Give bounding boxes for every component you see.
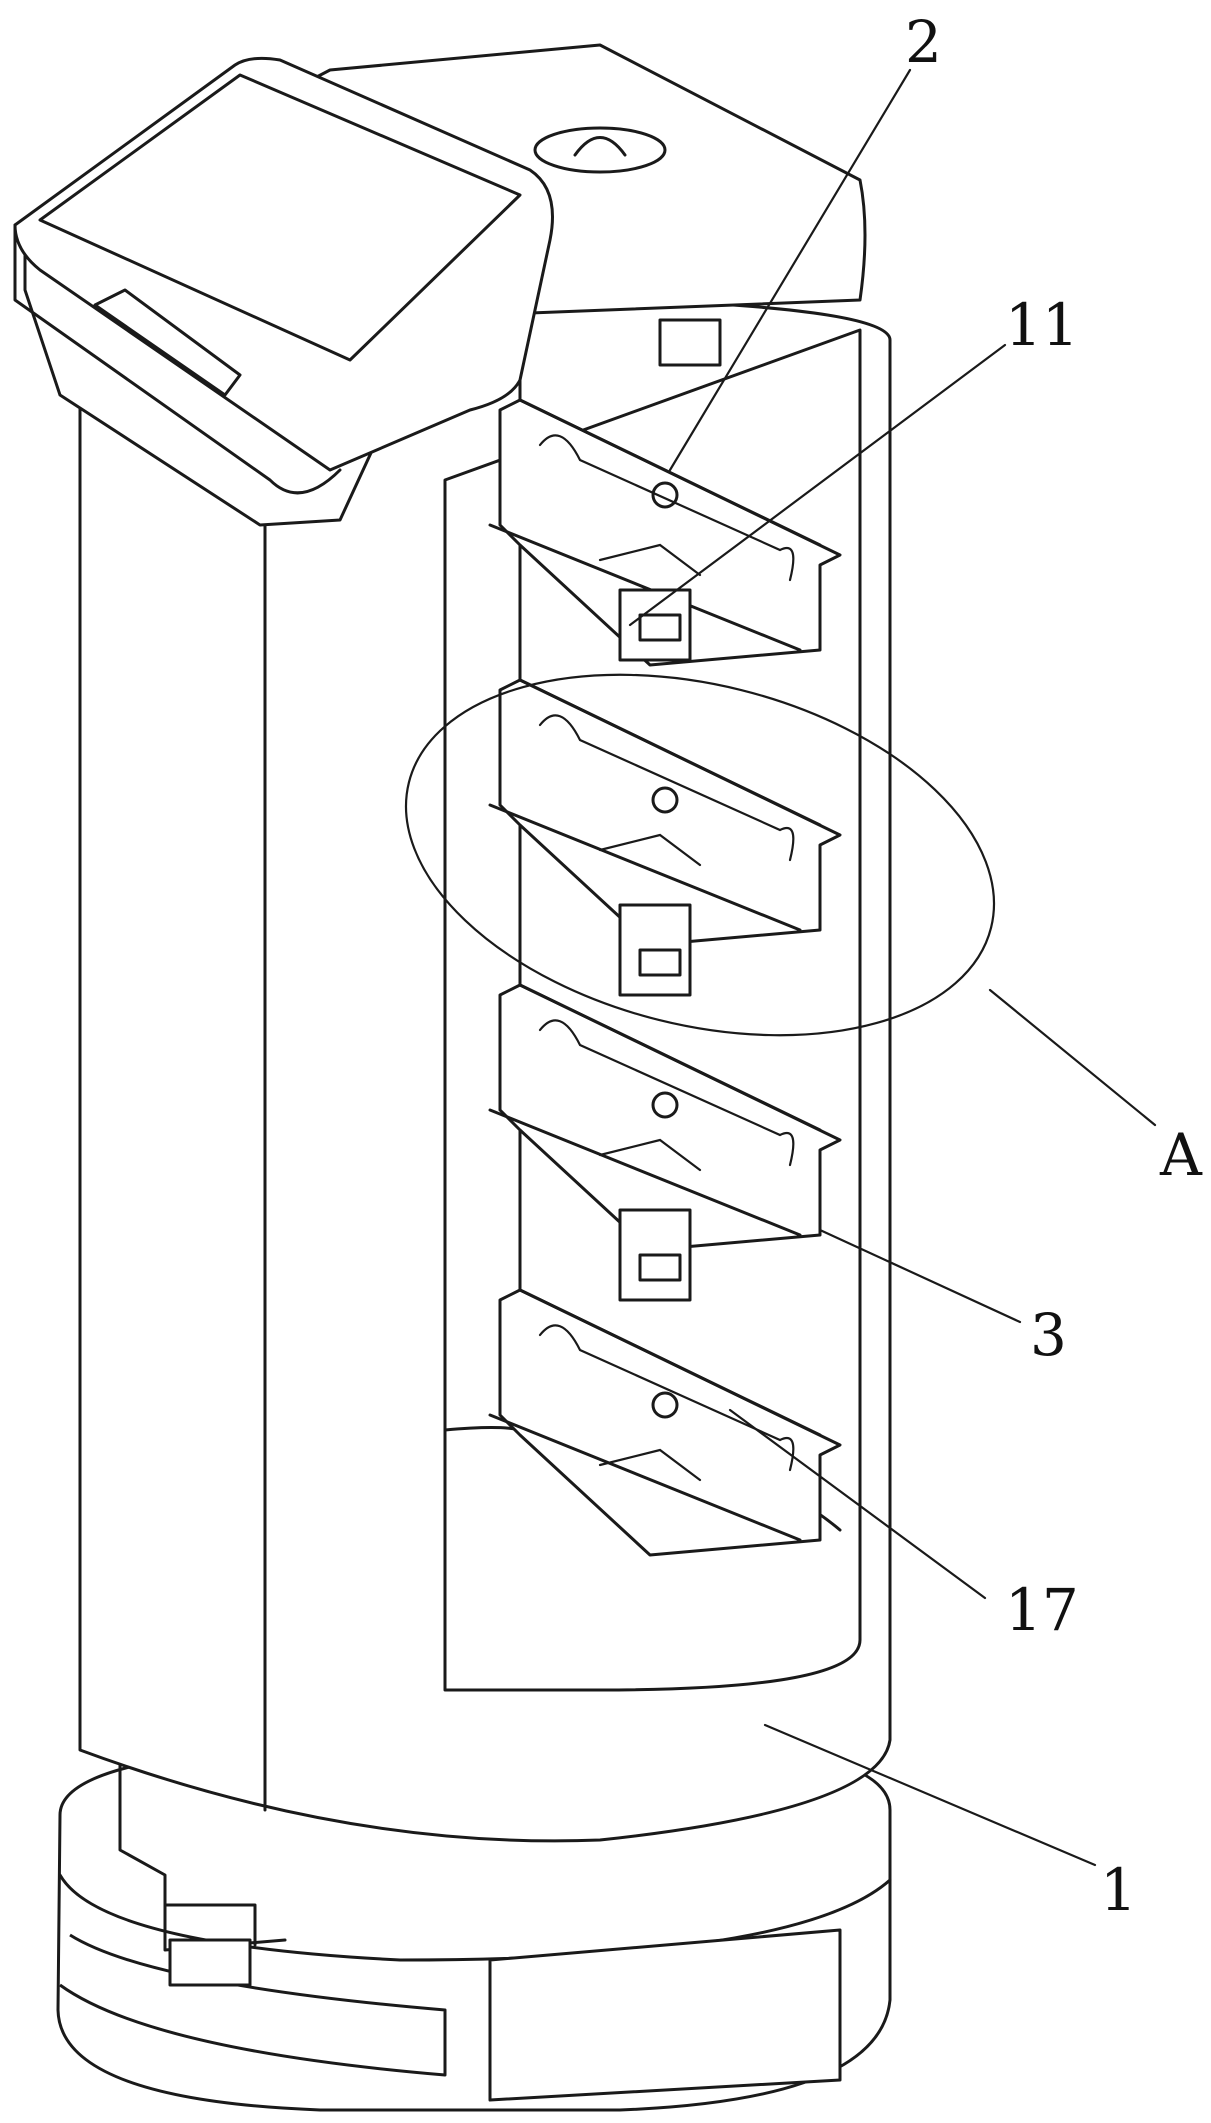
drawer-2 bbox=[488, 678, 842, 997]
leader-lines bbox=[628, 68, 1157, 1867]
top-sensor bbox=[533, 126, 667, 174]
label-part-1: 1 bbox=[1100, 1856, 1137, 1924]
screen-display bbox=[38, 73, 522, 362]
drawer-4 bbox=[488, 1288, 842, 1557]
label-part-2: 2 bbox=[905, 8, 942, 76]
base-unit bbox=[56, 1743, 892, 2112]
top-latch bbox=[658, 318, 722, 367]
base-left-panel bbox=[59, 1933, 447, 2077]
label-part-17: 17 bbox=[1005, 1576, 1079, 1644]
drawer-3 bbox=[488, 983, 842, 1302]
detail-A-ellipse bbox=[404, 673, 996, 1037]
open-compartment bbox=[443, 328, 862, 1692]
label-part-11: 11 bbox=[1005, 291, 1079, 359]
label-detail-A: A bbox=[1159, 1121, 1203, 1189]
touch-screen bbox=[13, 56, 554, 495]
label-part-3: 3 bbox=[1030, 1301, 1067, 1369]
screen-slot bbox=[93, 288, 242, 397]
base-front-panel bbox=[488, 1928, 842, 2102]
